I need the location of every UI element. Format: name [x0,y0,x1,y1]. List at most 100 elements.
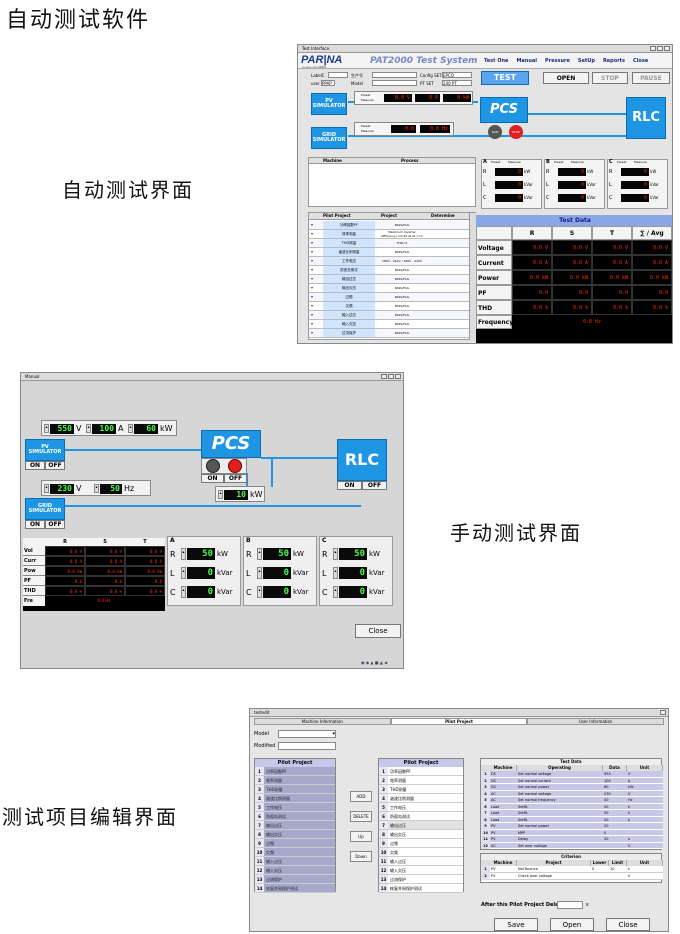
pv-on-button[interactable]: ON [25,461,45,470]
cell[interactable]: Set normal voltage [517,771,603,778]
list-item[interactable]: 效率测量 [388,776,463,785]
rlc-off-button[interactable]: OFF [362,481,387,490]
down-button[interactable]: Down [350,851,372,862]
run-button[interactable]: RUN [488,125,502,139]
cell[interactable]: A [627,777,663,784]
cell[interactable]: V [627,873,663,880]
cell[interactable]: AC [490,790,517,797]
cell[interactable]: SetRL [517,803,603,810]
list-item[interactable]: 效率测量 [264,776,335,785]
abc-l-display[interactable]: 0 [187,567,215,579]
pilot-row[interactable] [309,275,469,284]
cell[interactable]: Load [490,810,517,817]
cell[interactable]: V [627,842,663,849]
cell[interactable]: 50 [603,797,627,804]
abc-r-display[interactable]: 50 [187,548,215,560]
list-item[interactable]: THD测量 [264,785,335,794]
pilot-row[interactable] [309,239,469,248]
pilot-row[interactable] [309,266,469,275]
cell[interactable]: k [627,803,663,810]
cell[interactable]: PV [490,866,517,873]
cell[interactable]: 0 [603,829,627,836]
pv-preset-radio[interactable]: Preset [361,93,371,97]
pause-button[interactable]: PAUSE [632,72,670,84]
list-item[interactable]: 谐波比例测量 [264,794,335,803]
user-input[interactable]: PPAP [321,80,335,86]
cell[interactable]: s [627,866,663,873]
abc-l-spinner[interactable]: ▴ [181,567,186,579]
cell[interactable]: Set normal power [517,823,603,830]
label-field-input[interactable] [328,72,348,78]
list-item[interactable]: 输入欠压 [264,866,335,875]
pv-voltage-spinner[interactable]: ▴ [44,424,49,433]
close-button[interactable]: Close [355,624,401,638]
list-item[interactable]: 输出欠压 [264,830,335,839]
pilot-scrollbar[interactable] [469,213,476,340]
cell[interactable] [627,823,663,830]
list-item[interactable]: 输出过压 [388,821,463,830]
cell[interactable]: 50 [603,816,627,823]
list-item[interactable]: 输出欠压 [388,830,463,839]
cell[interactable]: Set normal frequency [517,797,603,804]
cell[interactable]: SetRL [517,816,603,823]
cell[interactable]: 550 [603,771,627,778]
pilot-row[interactable] [309,293,469,302]
pcs-power-spinner[interactable]: ▴ [218,490,223,499]
pilot-row[interactable] [309,248,469,257]
model-input[interactable] [372,80,417,86]
preset-radio[interactable]: Preset [617,160,627,164]
open-button[interactable]: OPEN [543,72,589,84]
list-item[interactable]: 输出过压 [264,821,335,830]
cell[interactable]: AC [490,842,517,849]
cell[interactable]: PV [490,836,517,843]
menu-setup[interactable]: SetUp [577,58,595,64]
cell[interactable]: 20 [603,823,627,830]
cell[interactable]: V [627,790,663,797]
cell[interactable]: Delay [517,836,603,843]
pv-simulator-button[interactable]: PV SIMULATOR [311,93,347,115]
cell[interactable]: AC [490,797,517,804]
cell[interactable]: DC [490,771,517,778]
cell[interactable]: PV [490,823,517,830]
list-item[interactable]: 过频 [388,839,463,848]
pilot-row[interactable] [309,221,469,230]
cell[interactable]: 10 [609,866,627,873]
grid-off-button[interactable]: OFF [45,520,65,529]
list-item[interactable]: 输入过压 [264,857,335,866]
grid-preset-radio[interactable]: Preset [361,124,371,128]
list-item[interactable]: 功率因数PF [264,767,335,776]
maximize-icon[interactable] [657,46,663,51]
abc-r-display[interactable]: 50 [263,548,291,560]
tab-user-information[interactable]: User Information [527,718,665,725]
grid-simulator-button[interactable]: GRID SIMULATOR [25,498,65,520]
model-select[interactable]: ▾ [278,730,336,738]
pv-simulator-button[interactable]: PV SIMULATOR [25,439,65,461]
tab-machine-information[interactable]: Machine Information [254,718,391,725]
cell[interactable]: 50 [603,810,627,817]
cell[interactable]: V [627,771,663,778]
abc-c-spinner[interactable]: ▴ [257,586,262,598]
pv-measure-radio[interactable]: Measure [361,98,374,102]
abc-r-spinner[interactable]: ▴ [333,548,338,560]
cell[interactable]: k [627,810,663,817]
cell[interactable] [609,873,627,880]
menu-close[interactable]: Close [633,58,649,64]
pv-power-spinner[interactable]: ▴ [128,424,133,433]
cell[interactable]: s [627,836,663,843]
cell[interactable]: 20 [603,836,627,843]
pv-current-display[interactable]: 100 [92,424,116,434]
cell[interactable]: 230 [603,790,627,797]
cell[interactable]: SetRL [517,810,603,817]
test-button[interactable]: TEST [481,71,529,85]
list-item[interactable]: 过流保护 [264,875,335,884]
abc-c-spinner[interactable]: ▴ [333,586,338,598]
pilot-row[interactable] [309,311,469,320]
rlc-on-button[interactable]: ON [337,481,362,490]
preset-radio[interactable]: Preset [491,160,501,164]
cell[interactable]: Hz [627,797,663,804]
grid-on-button[interactable]: ON [25,520,45,529]
pcs-off-button[interactable]: OFF [224,474,247,483]
cell[interactable]: MPP [517,829,603,836]
cell[interactable] [627,829,663,836]
close-icon[interactable] [664,46,670,51]
